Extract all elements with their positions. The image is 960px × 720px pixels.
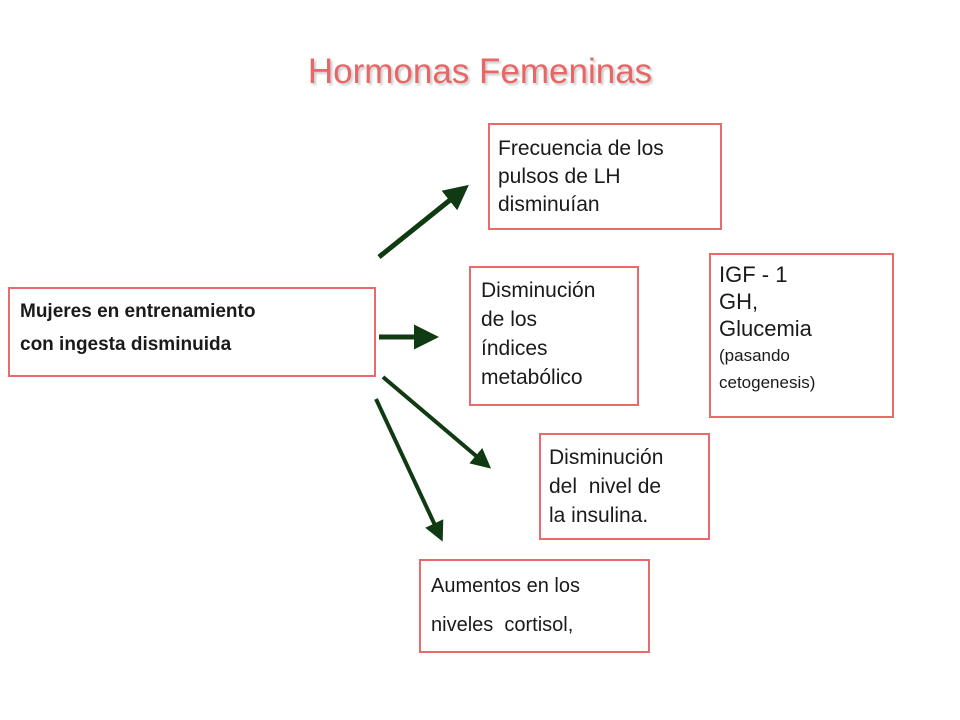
metabolic-box: Disminución de los índices metabólico (469, 266, 639, 406)
metabolic-line: índices (481, 337, 548, 360)
igf-box: IGF - 1 GH, Glucemia (pasando cetogenesi… (709, 253, 894, 418)
metabolic-line: de los (481, 308, 538, 331)
arrow-to-cortisol (374, 398, 444, 542)
arrow-to-lh-pulses (377, 184, 469, 259)
igf-line: Glucemia (719, 316, 812, 341)
lh-pulses-line: disminuían (498, 193, 600, 216)
source-line: Mujeres en entrenamiento (20, 301, 256, 322)
source-box: Mujeres en entrenamiento con ingesta dis… (8, 287, 376, 377)
source-line: con ingesta disminuida (20, 334, 232, 355)
arrow-to-insulin (381, 375, 492, 469)
insulin-line: Disminución (549, 446, 664, 469)
cortisol-line: Aumentos en los (431, 575, 580, 597)
metabolic-line: Disminución (481, 279, 596, 302)
igf-note-line: cetogenesis) (719, 373, 816, 392)
igf-line: IGF - 1 (719, 262, 788, 287)
slide-title: Hormonas Femeninas (307, 52, 653, 91)
igf-line: GH, (719, 289, 759, 314)
insulin-box: Disminución del nivel de la insulina. (539, 433, 710, 540)
lh-pulses-box: Frecuencia de los pulsos de LH disminuía… (488, 123, 722, 230)
lh-pulses-line: Frecuencia de los (498, 137, 664, 160)
igf-note-line: (pasando (719, 346, 790, 365)
cortisol-line: niveles cortisol, (431, 614, 574, 636)
metabolic-line: metabólico (481, 366, 583, 389)
lh-pulses-line: pulsos de LH (498, 165, 621, 188)
cortisol-box: Aumentos en los niveles cortisol, (419, 559, 650, 653)
insulin-line: la insulina. (549, 504, 649, 527)
insulin-line: del nivel de (549, 475, 662, 498)
